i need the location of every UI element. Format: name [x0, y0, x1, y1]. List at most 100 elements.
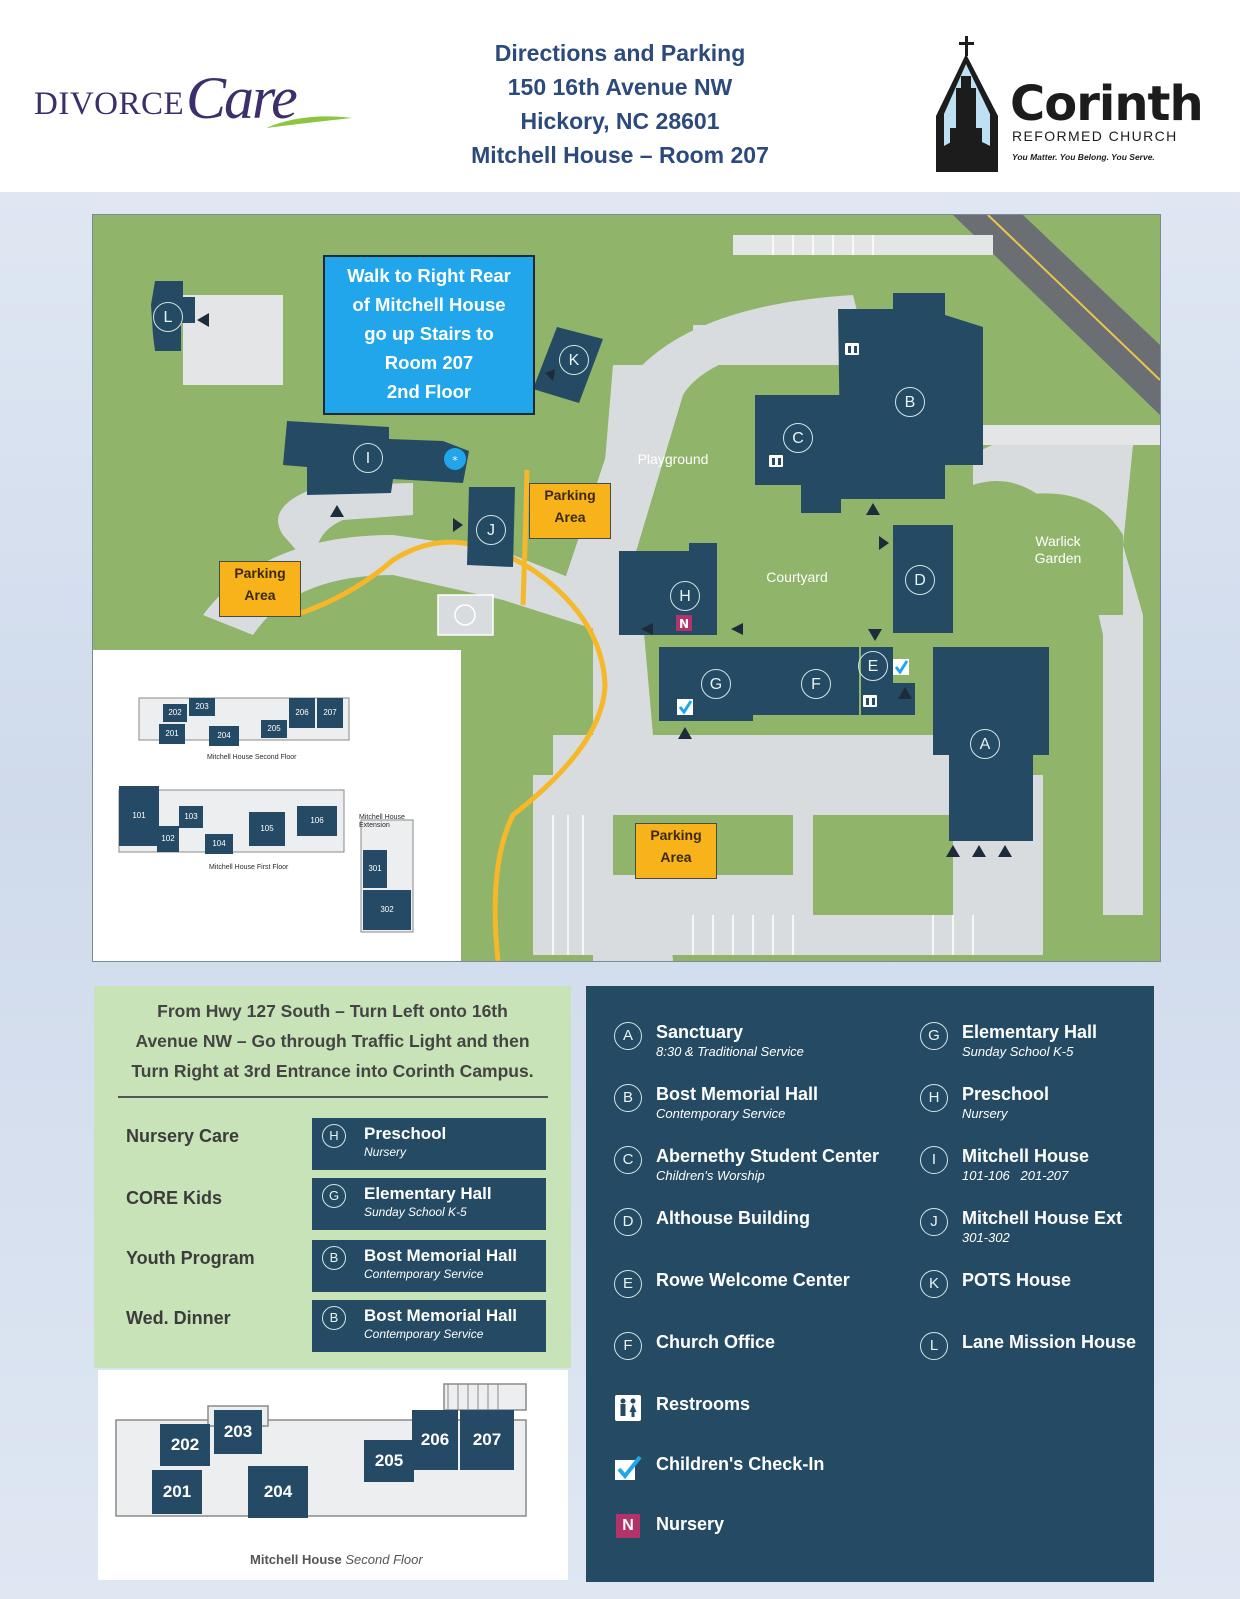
- nursery-mark: N: [679, 617, 689, 631]
- room-103: 103: [179, 806, 203, 828]
- callout-line-2: of Mitchell House: [352, 294, 506, 315]
- program-building-name: Bost Memorial Hall: [364, 1246, 518, 1265]
- building-letter-circle: B: [322, 1246, 346, 1270]
- legend-name: POTS House: [962, 1270, 1072, 1290]
- program-label-nursery-care: Nursery Care: [126, 1126, 240, 1146]
- room-line: Mitchell House – Room 207: [471, 142, 769, 168]
- legend-name: Church Office: [656, 1332, 776, 1352]
- header-title-block: Directions and Parking 150 16th Avenue N…: [380, 36, 860, 172]
- driving-directions-text: From Hwy 127 South – Turn Left onto 16th…: [106, 996, 559, 1086]
- caption-building: Mitchell House: [250, 1552, 342, 1567]
- callout-line-3: go up Stairs to: [364, 323, 494, 344]
- legend-letter: D: [614, 1208, 642, 1236]
- program-building-name: Bost Memorial Hall: [364, 1306, 518, 1325]
- walking-directions-callout: Walk to Right Rear of Mitchell House go …: [323, 255, 535, 415]
- inset-extension-caption: Mitchell House Extension: [359, 814, 405, 829]
- playground-label: Playground: [637, 451, 709, 467]
- legend-name: Abernethy Student Center: [656, 1146, 880, 1166]
- legend-sub: 101-106 201-207: [962, 1168, 1069, 1183]
- room-206-large: 206: [412, 1410, 458, 1470]
- legend-sub: 8:30 & Traditional Service: [656, 1044, 804, 1059]
- legend-letter: G: [920, 1022, 948, 1050]
- church-steeple-icon: [936, 36, 998, 172]
- building-label-d[interactable]: D: [905, 565, 935, 595]
- room-301: 301: [363, 850, 387, 888]
- legend-sub: 301-302: [962, 1230, 1010, 1245]
- directions-line-1: From Hwy 127 South – Turn Left onto 16th: [157, 1001, 508, 1021]
- building-label-a[interactable]: A: [970, 729, 1000, 759]
- building-letter-circle: G: [322, 1184, 346, 1208]
- building-label-c[interactable]: C: [783, 423, 813, 453]
- program-building-sub: Contemporary Service: [364, 1267, 484, 1281]
- divorcecare-logo: DIVORCE Care: [34, 65, 352, 142]
- room-206: 206: [289, 698, 315, 728]
- legend-name: Althouse Building: [656, 1208, 810, 1228]
- caption-floor: Second Floor: [345, 1552, 423, 1567]
- legend-letter: K: [920, 1270, 948, 1298]
- building-legend: A Sanctuary 8:30 & Traditional Service B…: [586, 986, 1154, 1582]
- legend-name: Rowe Welcome Center: [656, 1270, 850, 1290]
- leaf-swoosh-icon: [266, 116, 352, 128]
- room-205-large: 205: [364, 1440, 414, 1482]
- callout-line-5: 2nd Floor: [386, 381, 472, 402]
- parking-label-line2: Area: [244, 587, 276, 603]
- page-title: Directions and Parking: [494, 40, 746, 66]
- building-label-i[interactable]: I: [353, 443, 383, 473]
- parking-label-line1: Parking: [234, 565, 286, 581]
- building-label-h[interactable]: H: [670, 581, 700, 611]
- room-203: 203: [189, 698, 215, 716]
- legend-sub: Contemporary Service: [656, 1106, 786, 1121]
- divorcecare-word: DIVORCE: [34, 86, 185, 122]
- program-building-sub: Sunday School K-5: [364, 1205, 467, 1219]
- room-205: 205: [261, 720, 287, 738]
- room-202: 202: [163, 704, 187, 722]
- building-label-b[interactable]: B: [895, 387, 925, 417]
- room-207: 207: [317, 698, 343, 728]
- legend-restrooms-label: Restrooms: [656, 1394, 751, 1414]
- parking-area-west: Parking Area: [219, 561, 301, 617]
- checkin-icon: [615, 1455, 642, 1480]
- divider: [118, 1096, 548, 1098]
- building-label-f[interactable]: F: [801, 669, 831, 699]
- program-building-sub: Contemporary Service: [364, 1327, 484, 1341]
- legend-letter: E: [614, 1270, 642, 1298]
- building-label-j[interactable]: J: [476, 515, 506, 545]
- parking-area-north: Parking Area: [529, 483, 611, 539]
- courtyard-label: Courtyard: [766, 569, 828, 585]
- legend-name: Elementary Hall: [962, 1022, 1098, 1042]
- parking-label-line1: Parking: [650, 827, 702, 843]
- room-207-large: 207: [460, 1410, 514, 1470]
- parking-label-line2: Area: [660, 849, 692, 865]
- room-204: 204: [209, 726, 239, 746]
- warlick-garden-label: Warlick Garden: [1034, 533, 1082, 566]
- legend-letter: H: [920, 1084, 948, 1112]
- svg-text:*: *: [452, 454, 458, 467]
- room-101: 101: [119, 786, 159, 846]
- room-106: 106: [297, 806, 337, 836]
- mitchell-house-floorplan-inset: 202 203 201 204 205 206 207 Mitchell Hou…: [93, 650, 461, 961]
- program-building-sub: Nursery: [364, 1145, 407, 1159]
- city-line: Hickory, NC 28601: [520, 108, 720, 134]
- corinth-tagline: You Matter. You Belong. You Serve.: [1012, 152, 1155, 162]
- legend-letter: A: [614, 1022, 642, 1050]
- parking-area-south: Parking Area: [635, 823, 717, 879]
- program-building-name: Preschool: [364, 1124, 447, 1143]
- program-building-name: Elementary Hall: [364, 1184, 492, 1203]
- second-floor-caption: Mitchell House Second Floor: [250, 1552, 423, 1567]
- program-label-wed-dinner: Wed. Dinner: [126, 1308, 231, 1328]
- legend-name: Preschool: [962, 1084, 1050, 1104]
- legend-letter: I: [920, 1146, 948, 1174]
- legend-letter: B: [614, 1084, 642, 1112]
- inset-first-floor-caption: Mitchell House First Floor: [209, 864, 289, 871]
- building-label-e[interactable]: E: [858, 651, 888, 681]
- legend-letter: L: [920, 1332, 948, 1360]
- building-label-k[interactable]: K: [559, 345, 589, 375]
- building-label-g[interactable]: G: [701, 669, 731, 699]
- divorcecare-care: Care: [186, 65, 298, 131]
- program-location-preschool: H Preschool Nursery: [312, 1118, 546, 1170]
- room-204-large: 204: [248, 1466, 308, 1518]
- legend-name: Sanctuary: [656, 1022, 744, 1042]
- legend-name: Lane Mission House: [962, 1332, 1137, 1352]
- building-label-l[interactable]: L: [153, 302, 183, 332]
- legend-sub: Sunday School K-5: [962, 1044, 1074, 1059]
